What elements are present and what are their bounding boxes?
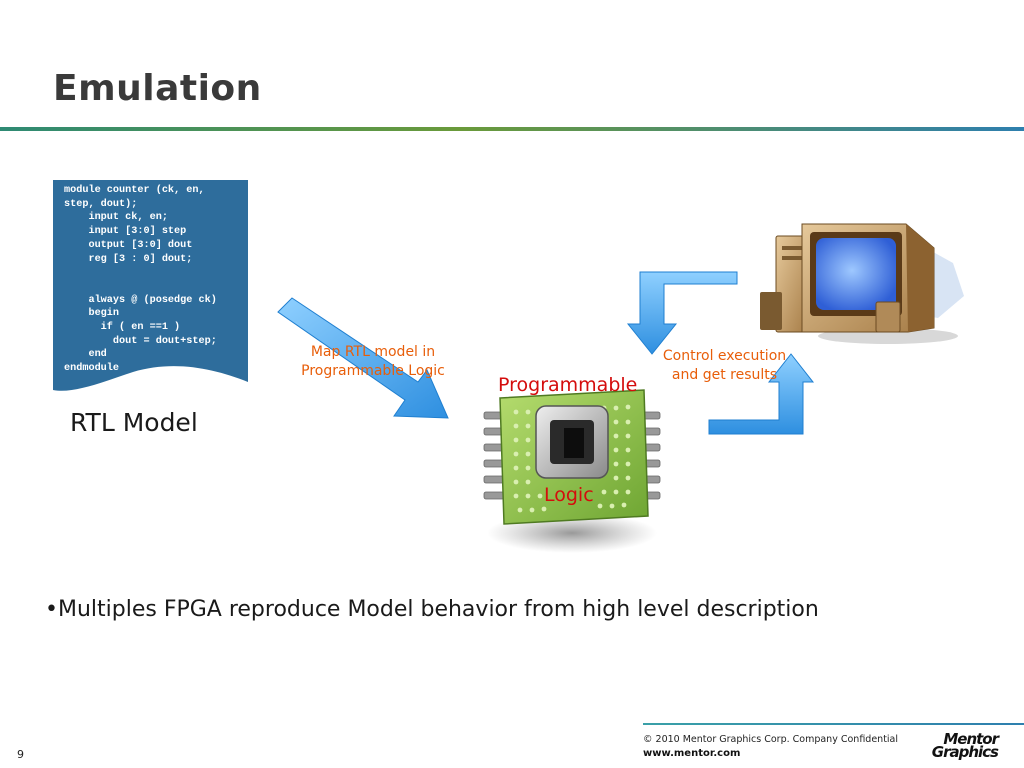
code-line: step, dout); — [64, 198, 138, 210]
code-line: reg [3 : 0] dout; — [64, 253, 193, 265]
code-line: module counter (ck, en, — [64, 185, 205, 196]
bullet-point: •Multiples FPGA reproduce Model behavior… — [45, 597, 819, 622]
footer-copyright: © 2010 Mentor Graphics Corp. Company Con… — [643, 734, 899, 745]
chip-label-logic: Logic — [544, 484, 594, 506]
map-arrow-icon — [277, 297, 449, 419]
mentor-graphics-logo: Mentor Graphics — [914, 730, 999, 761]
control-caption: Control execution and get results — [652, 347, 797, 385]
code-line: if ( en ==1 ) — [64, 322, 181, 334]
control-caption-line2: and get results — [671, 367, 778, 383]
map-caption-line2: Programmable Logic — [301, 363, 445, 379]
code-line — [64, 280, 217, 294]
code-line: end — [64, 349, 107, 361]
code-line: output [3:0] dout — [64, 239, 193, 251]
code-line: begin — [64, 308, 120, 320]
results-up-arrow-icon — [708, 353, 815, 435]
chip-label-programmable: Programmable — [498, 374, 638, 396]
footer-divider — [643, 723, 1024, 725]
code-line — [64, 266, 217, 280]
code-line: input [3:0] step — [64, 226, 187, 238]
code-text: module counter (ck, en, step, dout); inpu… — [64, 184, 217, 376]
control-down-arrow-icon — [626, 271, 738, 355]
map-caption-line1: Map RTL model in — [310, 344, 436, 360]
computer-icon — [760, 223, 964, 344]
map-rtl-caption: Map RTL model in Programmable Logic — [288, 343, 458, 381]
rtl-model-label: RTL Model — [70, 408, 198, 437]
slide-title: Emulation — [53, 68, 262, 109]
code-line: endmodule — [64, 363, 120, 375]
footer-url: www.mentor.com — [643, 748, 741, 759]
fpga-chip-icon — [483, 389, 661, 553]
logo-line1: Mentor — [943, 730, 999, 748]
rtl-code-block: module counter (ck, en, step, dout); inpu… — [53, 180, 248, 395]
code-line: dout = dout+step; — [64, 335, 217, 347]
code-line: input ck, en; — [64, 212, 168, 224]
title-divider — [0, 127, 1024, 131]
page-number: 9 — [17, 748, 24, 761]
code-line: always @ (posedge ck) — [64, 294, 217, 306]
code-document-shape — [53, 180, 248, 391]
control-caption-line1: Control execution — [662, 348, 787, 364]
logo-line2: Graphics — [931, 743, 999, 761]
